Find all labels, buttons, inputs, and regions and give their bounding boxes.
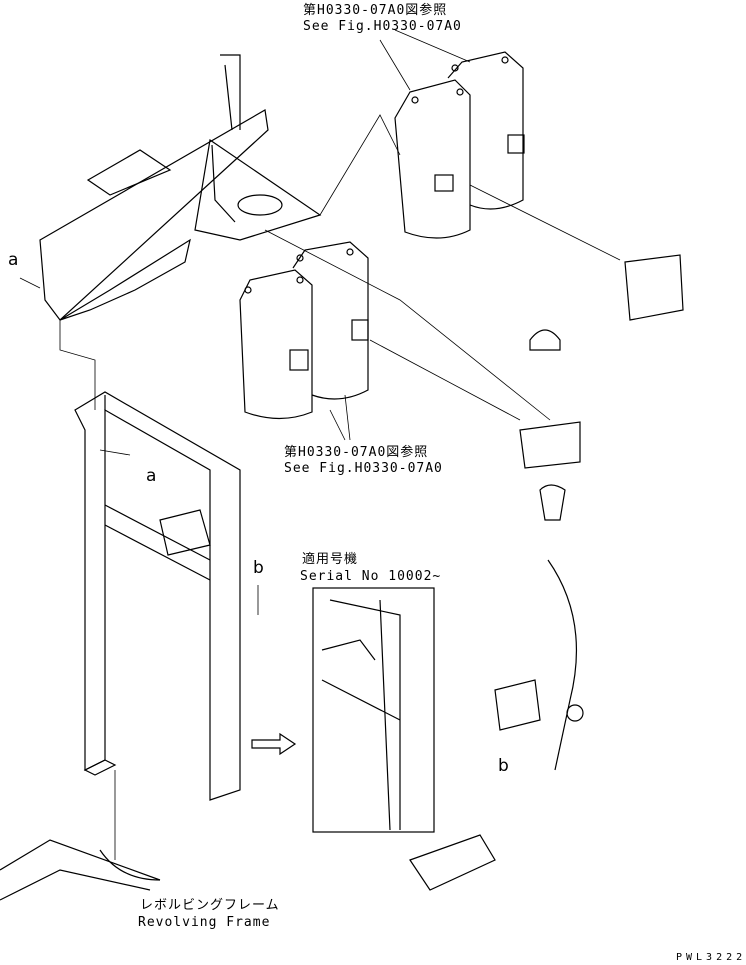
top-reference-jp: 第H0330-07A0図参照 xyxy=(303,3,448,18)
mounting-bracket-plate xyxy=(39,54,322,321)
support-frame xyxy=(74,391,241,801)
filter-upper xyxy=(394,51,525,239)
filter-middle xyxy=(239,241,369,420)
middle-reference-jp: 第H0330-07A0図参照 xyxy=(284,445,429,460)
middle-reference-en: See Fig.H0330-07A0 xyxy=(284,461,443,476)
drawing-id: PWL3222 xyxy=(676,952,746,963)
revolving-frame-jp: レボルビングフレーム xyxy=(140,898,280,913)
top-reference-en: See Fig.H0330-07A0 xyxy=(303,19,462,34)
callout-a: a xyxy=(146,466,157,486)
callout-a: a xyxy=(8,250,19,270)
callout-b: b xyxy=(498,756,509,776)
valve-blocks xyxy=(409,254,684,891)
serial-label-en: Serial No 10002~ xyxy=(300,569,442,584)
revolving-frame-en: Revolving Frame xyxy=(138,915,271,930)
detail-arrow xyxy=(251,732,297,756)
leader-lines xyxy=(19,29,621,860)
serial-label-jp: 適用号機 xyxy=(302,552,359,567)
inset-detail xyxy=(321,599,401,831)
callout-b: b xyxy=(253,558,264,578)
revolving-frame-part xyxy=(0,839,161,901)
serial-inset-box xyxy=(312,587,435,833)
